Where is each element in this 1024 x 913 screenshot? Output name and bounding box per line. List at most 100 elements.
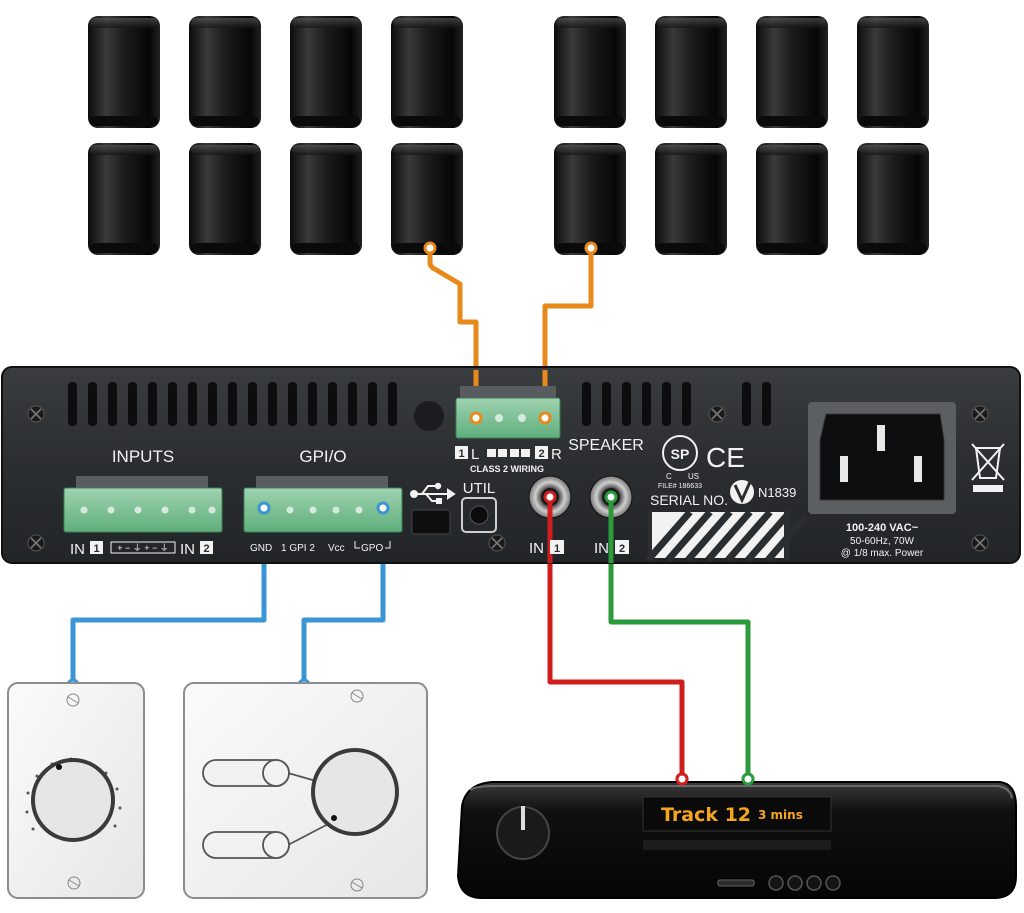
gpio-label: GPI/O <box>299 447 346 466</box>
volume-knob-icon[interactable] <box>25 757 122 842</box>
plate-screw-icon <box>66 693 80 707</box>
speaker <box>88 143 160 255</box>
speaker <box>655 16 727 128</box>
rca-labels: IN 1 IN 2 <box>529 540 629 557</box>
gpio-vcc-label: Vcc <box>328 543 345 554</box>
speaker <box>391 143 463 255</box>
speaker-output-terminal[interactable] <box>455 386 561 439</box>
util-jack[interactable] <box>461 497 497 533</box>
gpio-gpo-label: GPO <box>361 543 383 554</box>
volume-control-plate[interactable] <box>7 682 145 899</box>
usb-slot[interactable] <box>717 879 755 887</box>
track-title-text: Track 12 <box>661 804 751 826</box>
svg-text:SP: SP <box>671 446 690 462</box>
input-polarity-glyphs: + − ⏚ + − ⏚ <box>117 543 169 553</box>
gpio-gnd-label: GND <box>250 543 272 554</box>
input-polarity-icon <box>110 541 176 554</box>
screw-icon <box>488 534 506 552</box>
speaker-terminal-right-label: R <box>551 446 562 463</box>
gpio-pin-labels: GND 1 GPI 2 Vcc GPO <box>250 541 391 554</box>
power-rating-labels: 100-240 VAC~ 50-60Hz, 70W @ 1/8 max. Pow… <box>841 522 924 559</box>
inputs-in2-num: 2 <box>203 543 209 555</box>
ce-mark-icon: CE <box>706 442 745 473</box>
device-button[interactable] <box>768 875 784 891</box>
plate-screw-icon <box>350 689 364 703</box>
device-button[interactable] <box>825 875 841 891</box>
device-buttons <box>768 875 841 891</box>
csa-file-label: FILE# 186633 <box>658 483 702 490</box>
speaker <box>756 16 828 128</box>
device-volume-knob-icon[interactable] <box>496 806 550 860</box>
class2-wiring-label: CLASS 2 WIRING <box>470 464 544 474</box>
usb-icon <box>410 482 456 504</box>
speaker <box>88 16 160 128</box>
speaker <box>756 143 828 255</box>
speaker-wire-left <box>427 248 479 418</box>
wire-endpoint <box>584 241 598 255</box>
track-duration-text: 3 mins <box>758 808 803 822</box>
speaker-label: SPEAKER <box>568 437 644 454</box>
vent-slots-right <box>582 382 771 426</box>
wire-endpoint <box>423 241 437 255</box>
csa-c-label: C <box>666 472 672 481</box>
speaker <box>290 16 362 128</box>
speaker <box>554 143 626 255</box>
power-inlet[interactable] <box>808 402 956 514</box>
gpio-gpi-label: 1 GPI 2 <box>281 543 315 554</box>
n-code-label: N1839 <box>758 485 796 500</box>
source-selector-plate[interactable] <box>183 682 428 899</box>
v-check-icon <box>730 480 754 504</box>
screw-icon <box>27 405 45 423</box>
plate-screw-icon <box>350 878 364 892</box>
speaker-terminal-left-label: L <box>471 446 479 463</box>
device-button[interactable] <box>806 875 822 891</box>
power-rating-line1: 100-240 VAC~ <box>846 522 919 534</box>
speaker-num-2: 2 <box>538 448 544 460</box>
inputs-pin-labels: IN 1 + − ⏚ + − ⏚ IN 2 <box>70 541 213 558</box>
speaker <box>857 16 929 128</box>
usb-port[interactable] <box>411 509 451 535</box>
mounting-hole <box>414 401 444 431</box>
screw-icon <box>27 534 45 552</box>
amplifier-rear-panel: 1 L 2 R CLASS 2 WIRING INPUTS IN <box>1 366 1021 564</box>
rca-in2-label: IN <box>594 540 609 557</box>
power-rating-line3: @ 1/8 max. Power <box>841 548 924 559</box>
weee-bin-icon <box>971 443 1005 492</box>
selector-position-icons <box>202 759 333 859</box>
track-display: Track 12 3 mins <box>642 796 832 850</box>
speaker <box>189 16 261 128</box>
screw-icon <box>971 534 989 552</box>
util-label: UTIL <box>463 480 496 497</box>
speaker <box>189 143 261 255</box>
speaker-terminal-labels: 1 L 2 R CLASS 2 WIRING <box>455 446 562 474</box>
serial-number-label: SERIAL NO. <box>650 492 728 508</box>
speaker <box>290 143 362 255</box>
serial-number-hatch <box>645 509 809 563</box>
speaker-num-1: 1 <box>458 448 464 460</box>
rca-in1-num: 1 <box>554 543 560 555</box>
terminal-polarity-icon <box>487 449 530 457</box>
csa-certification-icon: SP C US FILE# 186633 <box>658 435 702 490</box>
speaker-cluster-left <box>88 16 463 255</box>
vent-slots-left <box>68 382 397 426</box>
selector-knob-icon[interactable] <box>311 748 399 836</box>
speaker <box>391 16 463 128</box>
speaker-cluster-right <box>554 16 929 255</box>
screw-icon <box>971 405 989 423</box>
inputs-label: INPUTS <box>112 447 174 466</box>
screw-icon <box>708 405 726 423</box>
speaker <box>655 143 727 255</box>
source-player-device: Track 12 3 mins <box>456 781 1017 899</box>
speaker <box>857 143 929 255</box>
power-rating-line2: 50-60Hz, 70W <box>850 536 914 547</box>
csa-us-label: US <box>688 472 699 481</box>
inputs-in1-num: 1 <box>93 543 99 555</box>
inputs-in1-label: IN <box>70 541 85 558</box>
device-button[interactable] <box>787 875 803 891</box>
speaker-wire-right <box>542 248 594 418</box>
gpio-terminal-block[interactable] <box>243 476 403 533</box>
rca-in2-num: 2 <box>619 543 625 555</box>
inputs-in2-label: IN <box>180 541 195 558</box>
inputs-terminal-block[interactable] <box>63 476 223 533</box>
